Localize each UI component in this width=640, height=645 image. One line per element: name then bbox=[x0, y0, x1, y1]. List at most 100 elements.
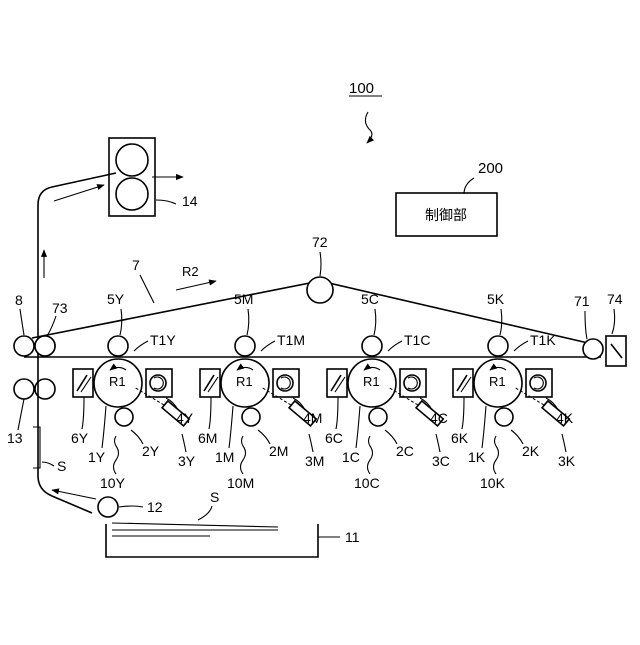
drum-leader-y bbox=[102, 406, 106, 448]
registration-rollers-ref-label: 13 bbox=[7, 430, 23, 446]
nip-leader-k bbox=[514, 341, 528, 351]
primary-transfer-leader-c bbox=[374, 309, 376, 335]
belt-roller-72 bbox=[307, 277, 333, 303]
developer-roller-arrow-y bbox=[154, 377, 163, 389]
paper-stack-leader bbox=[198, 506, 212, 520]
drum-rotation-label-y: R1 bbox=[109, 374, 126, 389]
cleaner-leader-m bbox=[209, 397, 211, 429]
drum-cleaner-k bbox=[453, 369, 473, 397]
output-sheet-label: S bbox=[57, 458, 66, 474]
drum-label-k: 1K bbox=[468, 449, 486, 465]
charger-leader-m bbox=[258, 430, 270, 444]
cleaner-leader-c bbox=[336, 397, 338, 429]
unit-label-y: 10Y bbox=[100, 475, 126, 491]
fuser-housing bbox=[109, 138, 155, 216]
unit-label-c: 10C bbox=[354, 475, 380, 491]
charger-label-m: 2M bbox=[269, 443, 288, 459]
drum-cleaner-blade-y bbox=[77, 375, 87, 391]
developer-roller-arrow-m bbox=[281, 377, 290, 389]
drum-rotation-label-k: R1 bbox=[489, 374, 506, 389]
developer-roller-arrow-c bbox=[408, 377, 417, 389]
charging-roller-m bbox=[242, 408, 260, 426]
controller-label: 制御部 bbox=[425, 207, 467, 223]
paper-stack-label: S bbox=[210, 489, 219, 505]
drum-cleaner-blade-2-y bbox=[81, 377, 91, 392]
charger-label-c: 2C bbox=[396, 443, 414, 459]
drum-cleaner-y bbox=[73, 369, 93, 397]
drum-rotation-label-m: R1 bbox=[236, 374, 253, 389]
paper-tray-ref-label: 11 bbox=[345, 529, 360, 545]
exposure-label-k: 3K bbox=[558, 453, 576, 469]
belt-cleaner-ref-label: 74 bbox=[607, 291, 623, 307]
charging-roller-y bbox=[115, 408, 133, 426]
belt-cleaner-ref-leader bbox=[612, 309, 615, 334]
charger-leader-y bbox=[131, 430, 143, 444]
cleaner-label-k: 6K bbox=[451, 430, 469, 446]
drum-rotation-arrow-c bbox=[364, 367, 380, 370]
pickup-roller-ref-label: 12 bbox=[147, 499, 163, 515]
developer-roller-arrow-k bbox=[534, 377, 543, 389]
path-arrow-from-tray bbox=[52, 490, 96, 499]
output-sheet-edge bbox=[33, 427, 40, 468]
drum-label-y: 1Y bbox=[88, 449, 106, 465]
cleaner-label-m: 6M bbox=[198, 430, 217, 446]
fuser-heat-roller bbox=[116, 144, 148, 176]
unit-label-m: 10M bbox=[227, 475, 254, 491]
paper-sheet-1 bbox=[112, 523, 278, 527]
drum-cleaner-blade-c bbox=[331, 375, 341, 391]
primary-transfer-label-c: 5C bbox=[361, 291, 379, 307]
unit-leader-k bbox=[494, 436, 499, 474]
station-group: 5YT1YR14Y2Y3Y6Y1Y10Y5MT1MR14M2M3M6M1M10M… bbox=[71, 291, 576, 491]
unit-leader-c bbox=[368, 436, 373, 474]
output-sheet-leader bbox=[42, 462, 54, 466]
nip-leader-y bbox=[134, 341, 148, 351]
cleaner-leader-y bbox=[82, 397, 84, 429]
nip-leader-c bbox=[388, 341, 402, 351]
primary-transfer-leader-m bbox=[247, 309, 249, 335]
drum-rotation-arrow-m bbox=[237, 367, 253, 370]
paper-tray bbox=[106, 524, 318, 557]
nip-label-c: T1C bbox=[404, 332, 430, 348]
exposure-label-c: 3C bbox=[432, 453, 450, 469]
unit-label-k: 10K bbox=[480, 475, 506, 491]
drum-cleaner-blade-2-c bbox=[335, 377, 345, 392]
belt-roller-72-leader bbox=[320, 252, 321, 276]
exposure-leader-c bbox=[436, 434, 440, 452]
exposure-leader-m bbox=[309, 434, 313, 452]
figure-ref-arrow bbox=[365, 112, 371, 143]
registration-rollers-ref-leader bbox=[18, 399, 24, 430]
belt-roller-73-label: 73 bbox=[52, 300, 68, 316]
pickup-roller-ref-leader bbox=[119, 506, 143, 507]
belt-roller-73 bbox=[35, 336, 55, 356]
drum-rotation-arrow-y bbox=[110, 367, 126, 370]
nip-label-y: T1Y bbox=[150, 332, 176, 348]
belt-direction-arrow bbox=[176, 281, 216, 290]
charger-leader-c bbox=[385, 430, 397, 444]
unit-leader-m bbox=[241, 436, 246, 474]
belt-ref-label: 7 bbox=[132, 257, 140, 273]
exposure-label-y: 3Y bbox=[178, 453, 196, 469]
primary-transfer-roller-m bbox=[235, 336, 255, 356]
registration-roller-left bbox=[14, 379, 34, 399]
nip-leader-m bbox=[261, 341, 275, 351]
drum-leader-m bbox=[229, 406, 233, 448]
drum-cleaner-blade-2-m bbox=[208, 377, 218, 392]
belt-roller-71-leader bbox=[585, 311, 587, 339]
charger-label-y: 2Y bbox=[142, 443, 160, 459]
nip-label-k: T1K bbox=[530, 332, 556, 348]
exit-rollers-ref-leader bbox=[20, 309, 24, 335]
charger-label-k: 2K bbox=[522, 443, 540, 459]
drum-cleaner-blade-k bbox=[457, 375, 467, 391]
belt-roller-71-label: 71 bbox=[574, 293, 590, 309]
exit-roller-left bbox=[14, 336, 34, 356]
exit-rollers-ref-label: 8 bbox=[15, 292, 23, 308]
cleaner-label-c: 6C bbox=[325, 430, 343, 446]
nip-label-m: T1M bbox=[277, 332, 305, 348]
fuser-ref-leader bbox=[156, 200, 176, 204]
cleaner-label-y: 6Y bbox=[71, 430, 89, 446]
drum-rotation-arrow-k bbox=[490, 367, 506, 370]
belt-ref-leader bbox=[140, 275, 154, 303]
charging-roller-c bbox=[369, 408, 387, 426]
